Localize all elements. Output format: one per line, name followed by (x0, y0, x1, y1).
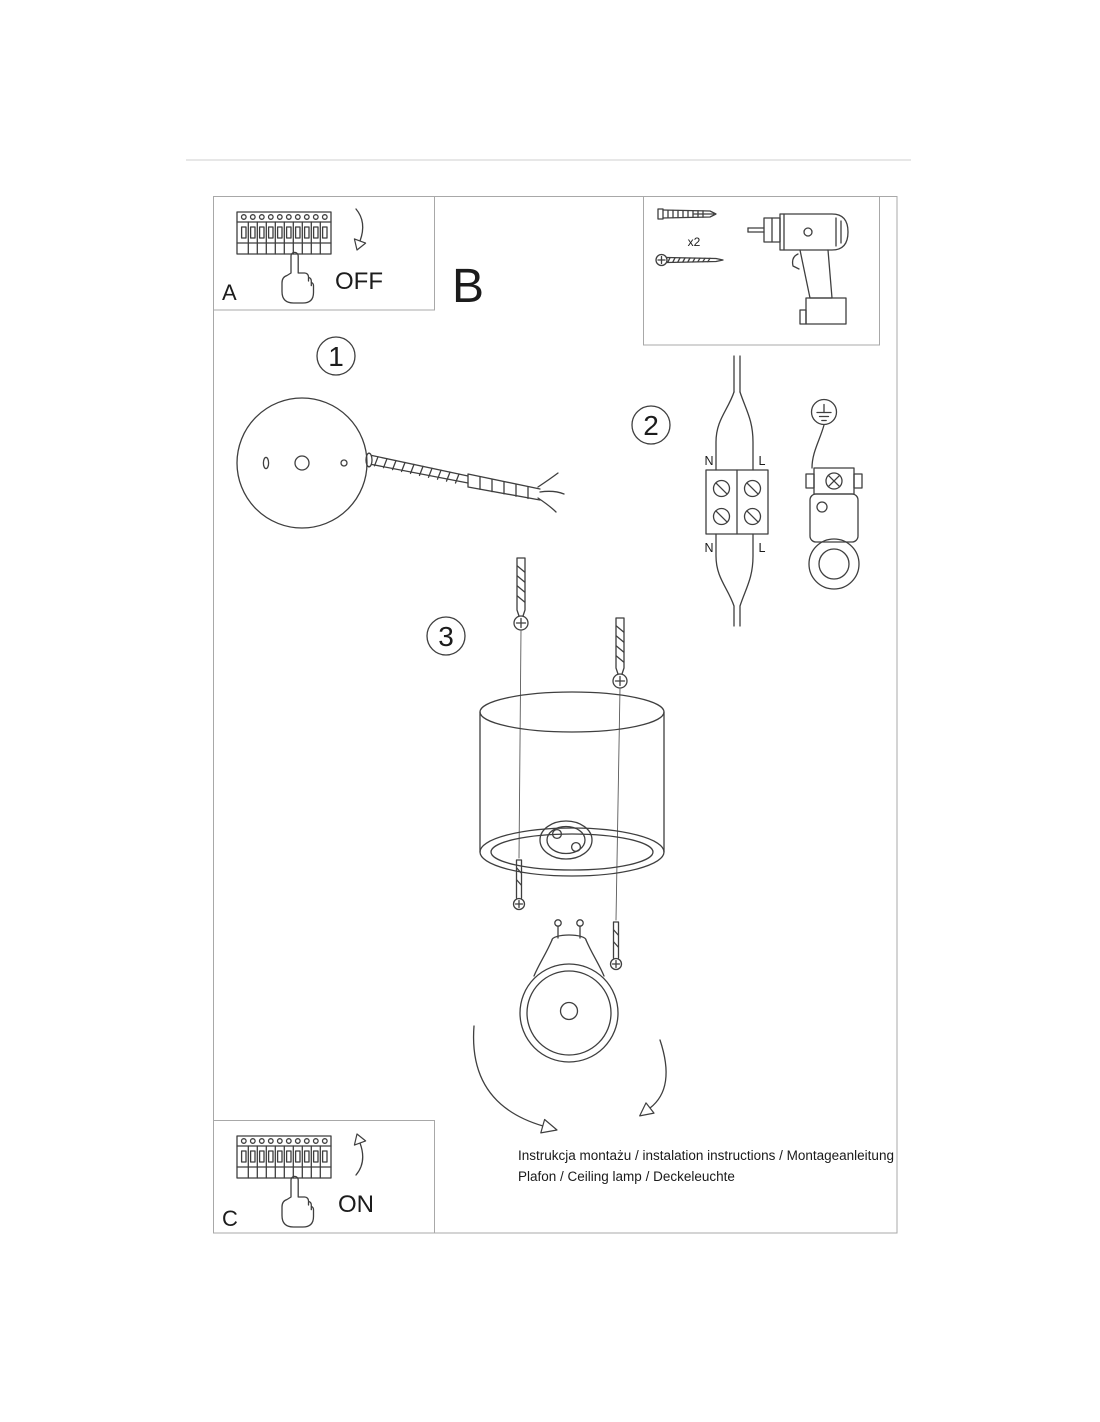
screw-and-anchor-drawing (365, 452, 565, 513)
panel-a-state-label: OFF (335, 268, 383, 295)
gu10-socket-drawing (539, 820, 593, 860)
step-2-wiring: 2 N L N L (631, 355, 863, 627)
wire-label-l-top: L (759, 454, 766, 468)
step-1-number: 1 (328, 341, 344, 372)
wall-plug-anchor-icon (657, 208, 717, 220)
panel-a-box (213, 196, 435, 311)
breaker-panel-icon (236, 211, 332, 255)
pointing-hand-icon (281, 251, 315, 304)
earth-symbol-icon (810, 398, 838, 426)
step-2-number: 2 (643, 410, 659, 441)
wire-label-n-bottom: N (704, 541, 713, 555)
main-frame (213, 196, 898, 1234)
breaker-panel-icon (236, 1135, 332, 1179)
step-1-badge (316, 336, 356, 376)
gu10-bulb-drawing (519, 919, 619, 1063)
mounting-screw-left-drawing (512, 557, 529, 911)
switch-off-arrow-icon (353, 208, 367, 251)
panel-a-letter: A (222, 280, 237, 305)
footer-line-2: Plafon / Ceiling lamp / Deckeleuchte (518, 1169, 735, 1184)
lamp-cylinder-drawing (479, 691, 665, 877)
drill-icon (747, 213, 849, 325)
step-3-number: 3 (438, 621, 454, 652)
switch-on-arrow-icon (353, 1133, 367, 1176)
anchor-quantity-label: x2 (688, 235, 701, 249)
rotate-arrow-right-icon (639, 1039, 667, 1117)
pointing-hand-icon (281, 1175, 315, 1228)
panel-c-power-on: C ON (213, 1120, 435, 1234)
screw-icon (655, 253, 724, 267)
mounting-screw-right-drawing (609, 617, 628, 971)
panel-c-state-label: ON (338, 1191, 374, 1218)
step-3-fixing-lamp: 3 (426, 557, 667, 1134)
step-1-mounting-plate: 1 (236, 336, 565, 529)
tools-box: x2 (643, 196, 880, 346)
panel-a-power-off: A OFF (213, 196, 435, 311)
step-3-badge (426, 616, 466, 656)
ceiling-plate-drawing (236, 397, 368, 529)
step-2-badge (631, 405, 671, 445)
rotate-arrow-left-icon (472, 1025, 558, 1134)
footer-text: Instrukcja montażu / instalation instruc… (518, 1148, 894, 1184)
tools-box-frame (643, 196, 880, 346)
panel-c-letter: C (222, 1206, 238, 1231)
wire-label-l-bottom: L (759, 541, 766, 555)
terminal-block-drawing (705, 355, 769, 627)
ground-clamp-drawing (805, 424, 863, 590)
panel-b-letter: B (452, 260, 484, 313)
wire-label-n-top: N (704, 454, 713, 468)
footer-line-1: Instrukcja montażu / instalation instruc… (518, 1148, 894, 1163)
panel-c-box (213, 1120, 435, 1234)
